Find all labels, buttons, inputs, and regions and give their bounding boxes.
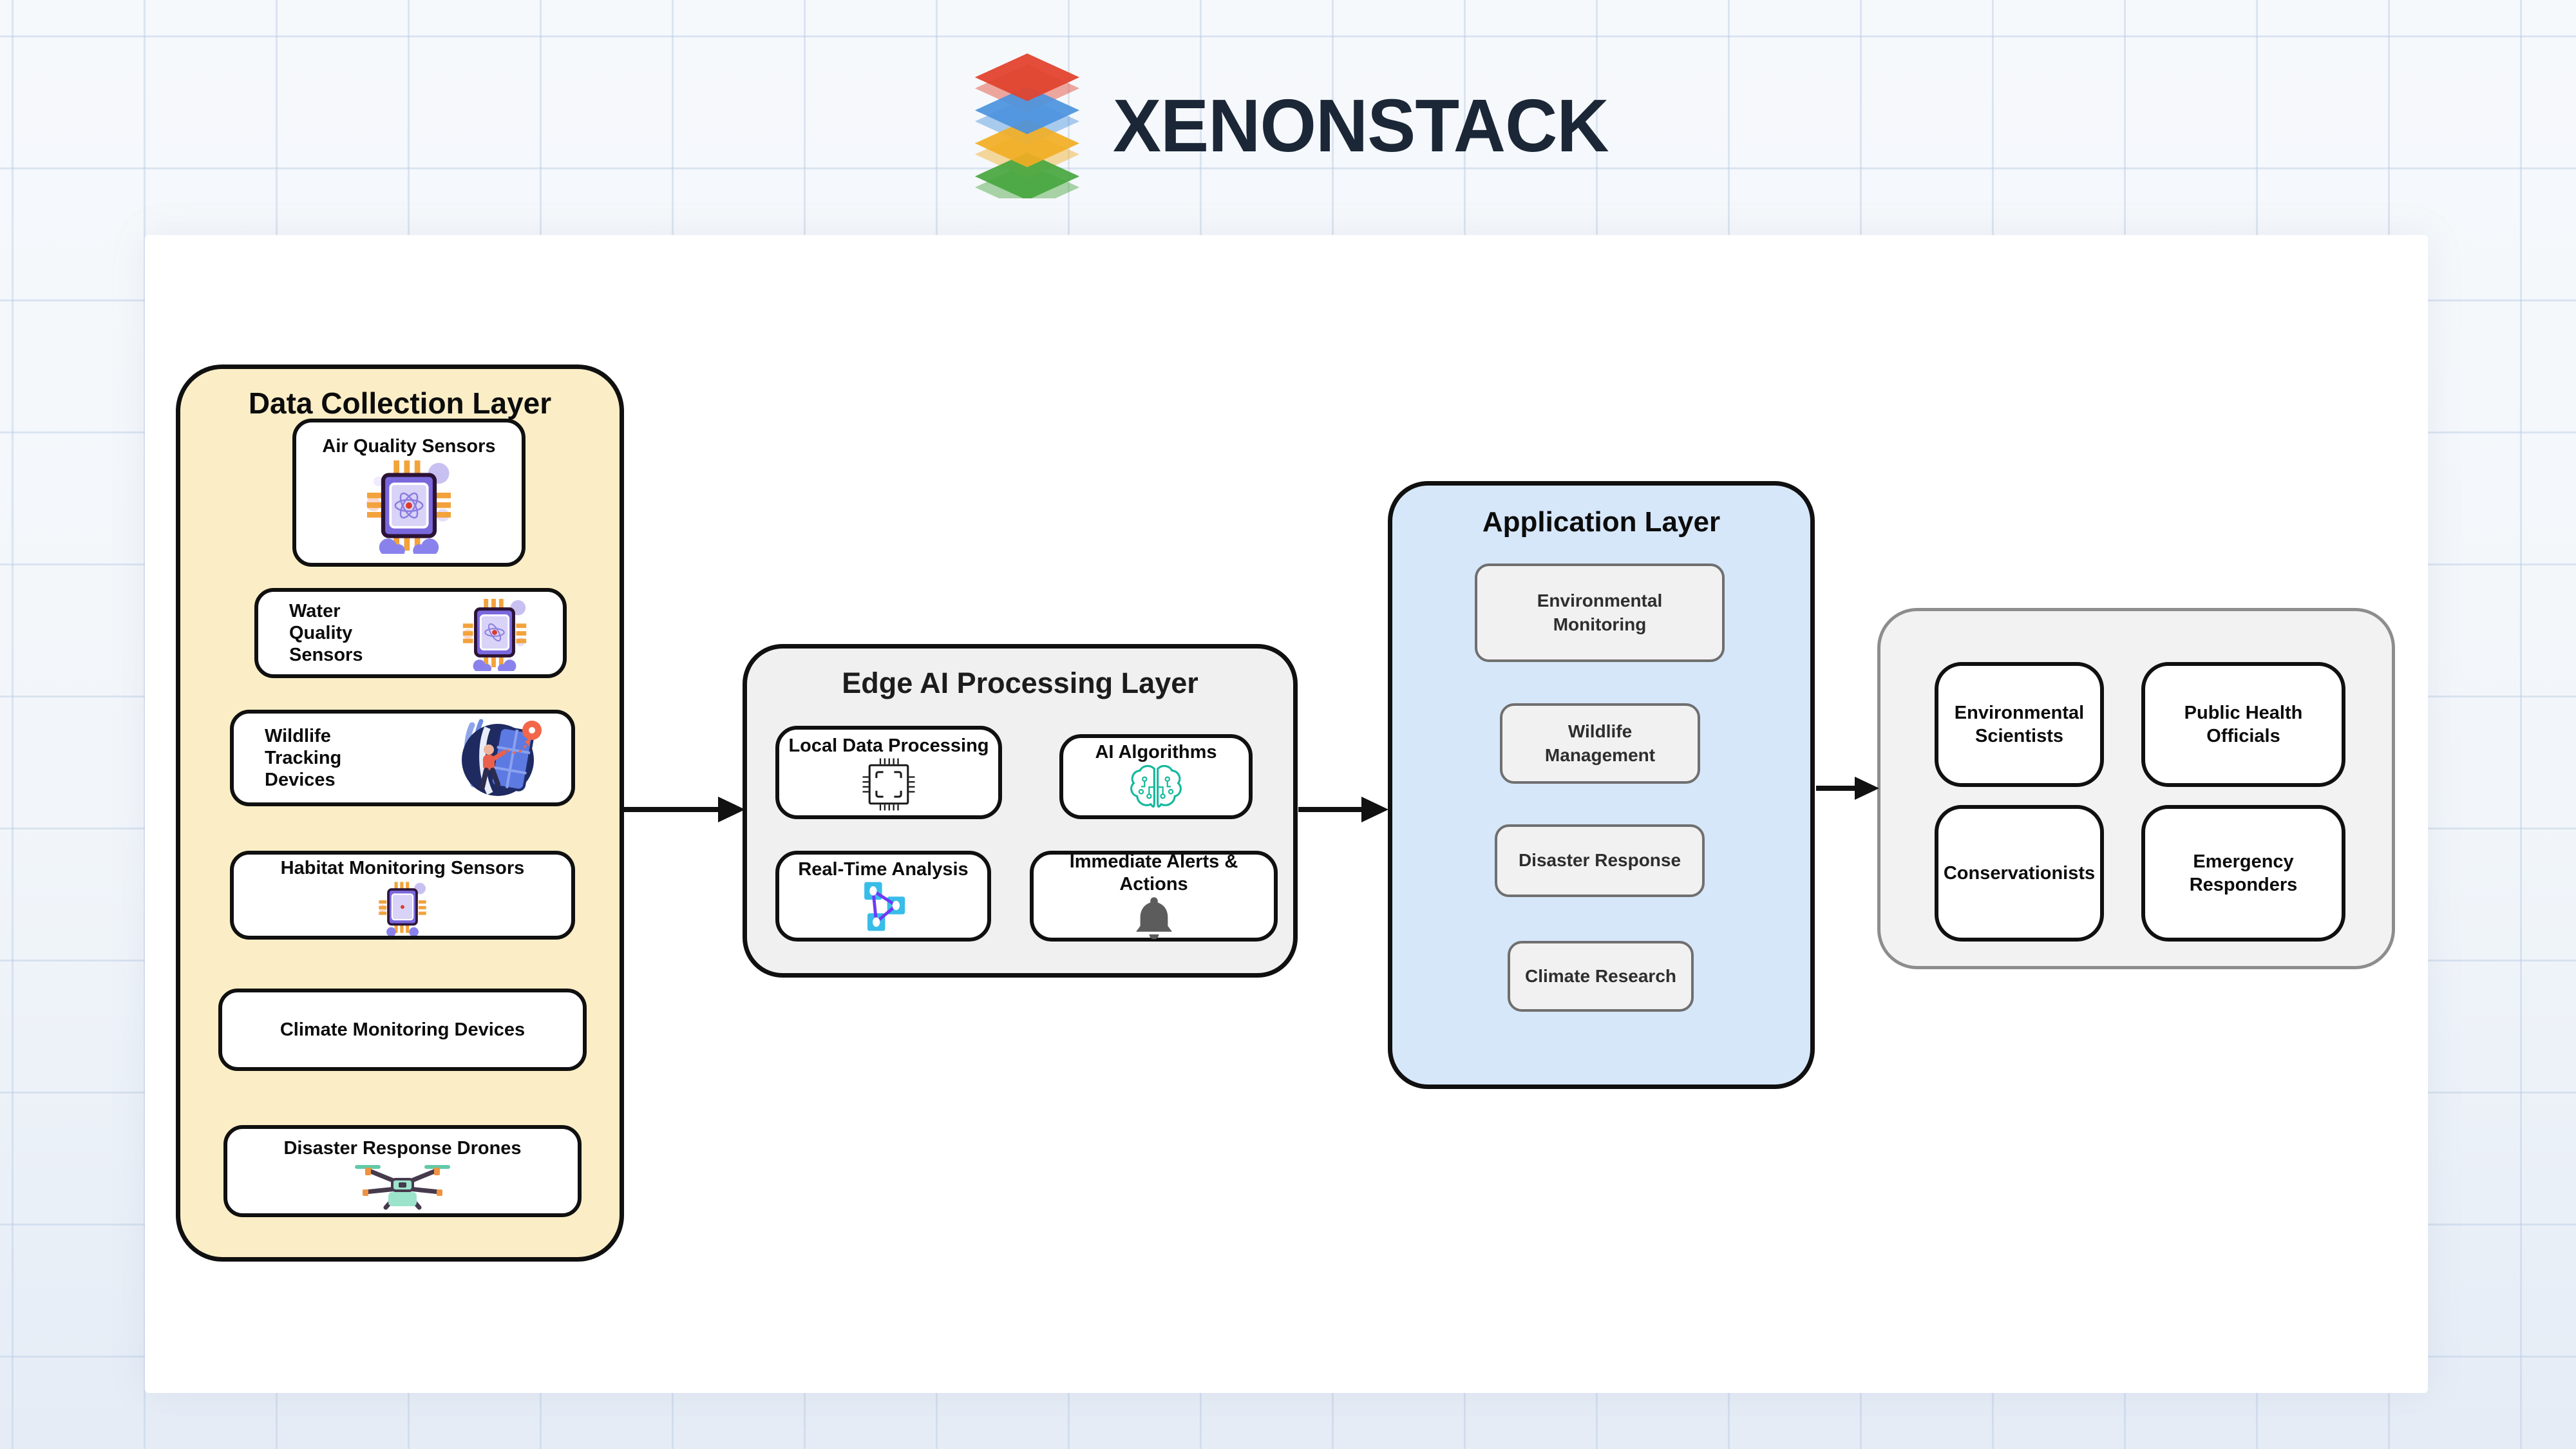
- node-label: Emergency Responders: [2189, 851, 2298, 895]
- water-quality-chip-icon: [453, 595, 536, 671]
- node-conservationists: Conservationists: [1935, 805, 2104, 942]
- node-disaster-response: Disaster Response: [1495, 824, 1705, 897]
- arrow-edge-to-application: [1298, 789, 1390, 830]
- node-wildlife-management: Wildlife Management: [1500, 703, 1700, 784]
- node-ai-algorithms: AI Algorithms: [1059, 734, 1253, 819]
- application-layer-title: Application Layer: [1482, 506, 1721, 538]
- network-nodes-icon: [854, 881, 913, 935]
- node-label: Habitat Monitoring Sensors: [280, 857, 525, 878]
- node-label: Air Quality Sensors: [322, 435, 496, 457]
- node-label: Disaster Response Drones: [283, 1138, 522, 1159]
- node-environmental-monitoring: Environmental Monitoring: [1475, 564, 1725, 662]
- brand-name: XENONSTACK: [1113, 84, 1609, 167]
- node-climate-monitoring-devices: Climate Monitoring Devices: [218, 989, 587, 1071]
- node-public-health-officials: Public Health Officials: [2141, 662, 2345, 787]
- node-real-time-analysis: Real-Time Analysis: [775, 851, 991, 942]
- node-wildlife-tracking-devices: Wildlife Tracking Devices: [230, 710, 575, 806]
- processor-outline-icon: [859, 757, 918, 811]
- node-label: Disaster Response: [1518, 850, 1681, 871]
- node-label: Environmental Scientists: [1954, 702, 2085, 746]
- air-quality-chip-icon: [361, 457, 457, 554]
- node-label: Environmental Monitoring: [1537, 591, 1663, 634]
- ai-brain-circuit-icon: [1127, 763, 1185, 813]
- node-air-quality-sensors: Air Quality Sensors: [292, 419, 526, 567]
- wildlife-tracker-icon: [448, 714, 544, 802]
- node-label: Real-Time Analysis: [798, 859, 969, 880]
- node-label: Immediate Alerts & Actions: [1069, 851, 1238, 895]
- node-local-data-processing: Local Data Processing: [775, 726, 1002, 819]
- node-label: Wildlife Management: [1544, 721, 1656, 765]
- node-label: Wildlife Tracking Devices: [265, 725, 342, 791]
- data-collection-layer-title: Data Collection Layer: [248, 386, 552, 420]
- drone-icon: [347, 1160, 458, 1210]
- habitat-chip-icon: [372, 879, 433, 936]
- edge-ai-layer-title: Edge AI Processing Layer: [842, 667, 1198, 699]
- node-label: Public Health Officials: [2184, 702, 2303, 746]
- node-immediate-alerts-actions: Immediate Alerts & Actions: [1030, 851, 1278, 942]
- node-label: Conservationists: [1943, 862, 2096, 884]
- xenonstack-logo-icon: [966, 53, 1088, 198]
- node-label: Climate Monitoring Devices: [279, 1019, 526, 1040]
- node-disaster-response-drones: Disaster Response Drones: [223, 1125, 582, 1217]
- node-label: Climate Research: [1524, 965, 1676, 986]
- node-climate-research: Climate Research: [1508, 941, 1694, 1012]
- node-environmental-scientists: Environmental Scientists: [1935, 662, 2104, 787]
- brand-logo: XENONSTACK: [966, 52, 1624, 200]
- node-label: Local Data Processing: [788, 735, 989, 757]
- node-water-quality-sensors: Water Quality Sensors: [254, 588, 567, 678]
- node-label: AI Algorithms: [1095, 741, 1217, 762]
- arrow-application-to-stakeholders: [1816, 769, 1880, 808]
- node-habitat-monitoring-sensors: Habitat Monitoring Sensors: [230, 851, 575, 940]
- node-label: Water Quality Sensors: [289, 600, 363, 666]
- arrow-data-to-edge: [624, 789, 746, 830]
- alert-bell-icon: [1133, 895, 1175, 943]
- node-emergency-responders: Emergency Responders: [2141, 805, 2345, 942]
